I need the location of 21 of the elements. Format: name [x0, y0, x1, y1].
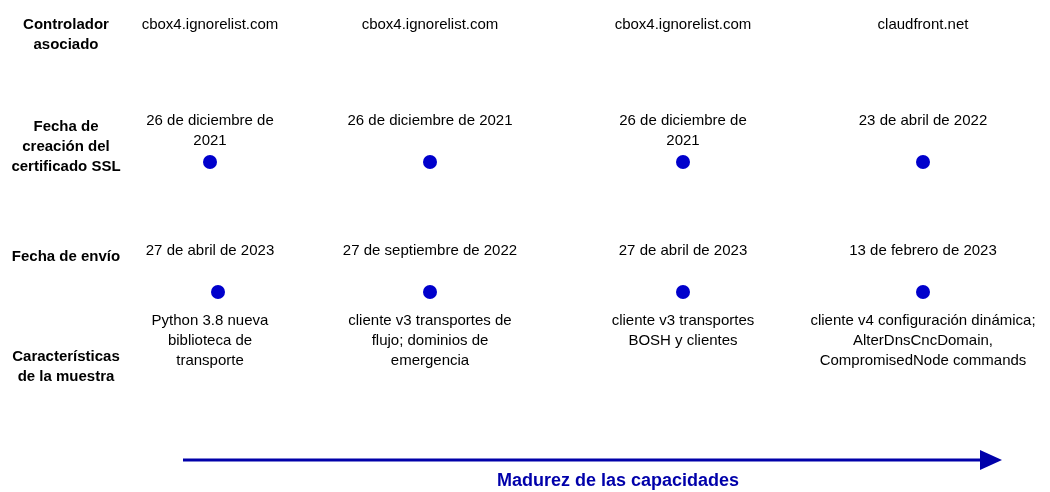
cell-text: cliente v4 configuración dinámica; AlterDnsCncDomain, CompromisedNode commands — [809, 310, 1037, 370]
cell-text: 23 de abril de 2022 — [857, 110, 989, 130]
cell-text: 13 de febrero de 2023 — [848, 240, 998, 260]
cell-text: cbox4.ignorelist.com — [360, 14, 500, 34]
cell-text: 26 de diciembre de 2021 — [618, 110, 748, 150]
row-header: Controlador asociado — [22, 14, 110, 54]
cell-text: 26 de diciembre de 2021 — [346, 110, 514, 130]
cell-text: 27 de abril de 2023 — [617, 240, 749, 260]
row-header: Fecha de creación del certificado SSL — [10, 116, 122, 176]
cell-text: cbox4.ignorelist.com — [140, 14, 280, 34]
cell-text: 27 de septiembre de 2022 — [341, 240, 519, 260]
row-header: Fecha de envío — [10, 246, 122, 266]
cell-text: Python 3.8 nueva biblioteca de transporte — [150, 310, 270, 370]
axis-label: Madurez de las capacidades — [495, 470, 741, 490]
cell-text: 26 de diciembre de 2021 — [145, 110, 275, 150]
cell-text: cliente v3 transportes BOSH y clientes — [610, 310, 756, 350]
row-header: Características de la muestra — [11, 346, 121, 386]
cell-text: claudfront.net — [876, 14, 970, 34]
cell-text: 27 de abril de 2023 — [144, 240, 276, 260]
cell-text: cbox4.ignorelist.com — [613, 14, 753, 34]
cell-text: cliente v3 transportes de flujo; dominios de emergencia — [347, 310, 513, 370]
